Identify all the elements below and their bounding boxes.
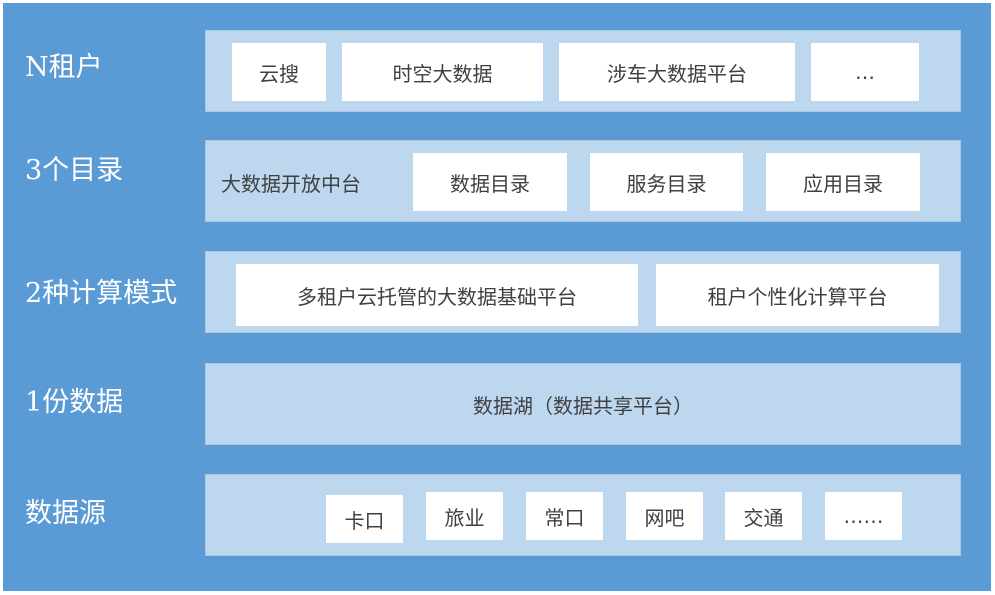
compute-box-personalized: 租户个性化计算平台: [656, 264, 939, 326]
source-box-resident: 常口: [526, 492, 603, 540]
tenant-box-spatiotemporal: 时空大数据: [342, 43, 543, 101]
catalog-box-data: 数据目录: [413, 153, 567, 211]
row-label-one-data: 1份数据: [25, 387, 124, 418]
compute-modes-panel: 多租户云托管的大数据基础平台 租户个性化计算平台: [205, 251, 961, 333]
data-lake-label: 数据湖（数据共享平台）: [473, 393, 693, 418]
row-label-data-sources: 数据源: [25, 498, 106, 529]
row-label-compute-modes: 2种计算模式: [25, 278, 178, 309]
row-label-catalogs: 3个目录: [25, 155, 124, 186]
tenants-panel: 云搜 时空大数据 涉车大数据平台 …: [205, 30, 961, 112]
open-platform-label: 大数据开放中台: [221, 171, 361, 196]
data-lake-panel: 数据湖（数据共享平台）: [205, 363, 961, 445]
compute-box-multitenant: 多租户云托管的大数据基础平台: [236, 264, 638, 326]
source-box-more: ……: [825, 492, 902, 540]
source-box-traffic: 交通: [725, 492, 802, 540]
row-label-tenants: N租户: [25, 52, 103, 83]
catalogs-panel: 大数据开放中台 数据目录 服务目录 应用目录: [205, 140, 961, 222]
tenant-box-vehicle-platform: 涉车大数据平台: [559, 43, 795, 101]
tenant-box-more: …: [811, 43, 919, 101]
source-box-checkpoint: 卡口: [326, 495, 403, 543]
source-box-hotel: 旅业: [426, 492, 503, 540]
source-box-internet-cafe: 网吧: [626, 492, 703, 540]
catalog-box-service: 服务目录: [590, 153, 743, 211]
tenant-box-yunsou: 云搜: [232, 43, 326, 101]
data-sources-panel: 卡口 旅业 常口 网吧 交通 ……: [205, 474, 961, 556]
architecture-diagram: N租户 云搜 时空大数据 涉车大数据平台 … 3个目录 大数据开放中台 数据目录…: [3, 3, 991, 591]
catalog-box-application: 应用目录: [766, 153, 920, 211]
